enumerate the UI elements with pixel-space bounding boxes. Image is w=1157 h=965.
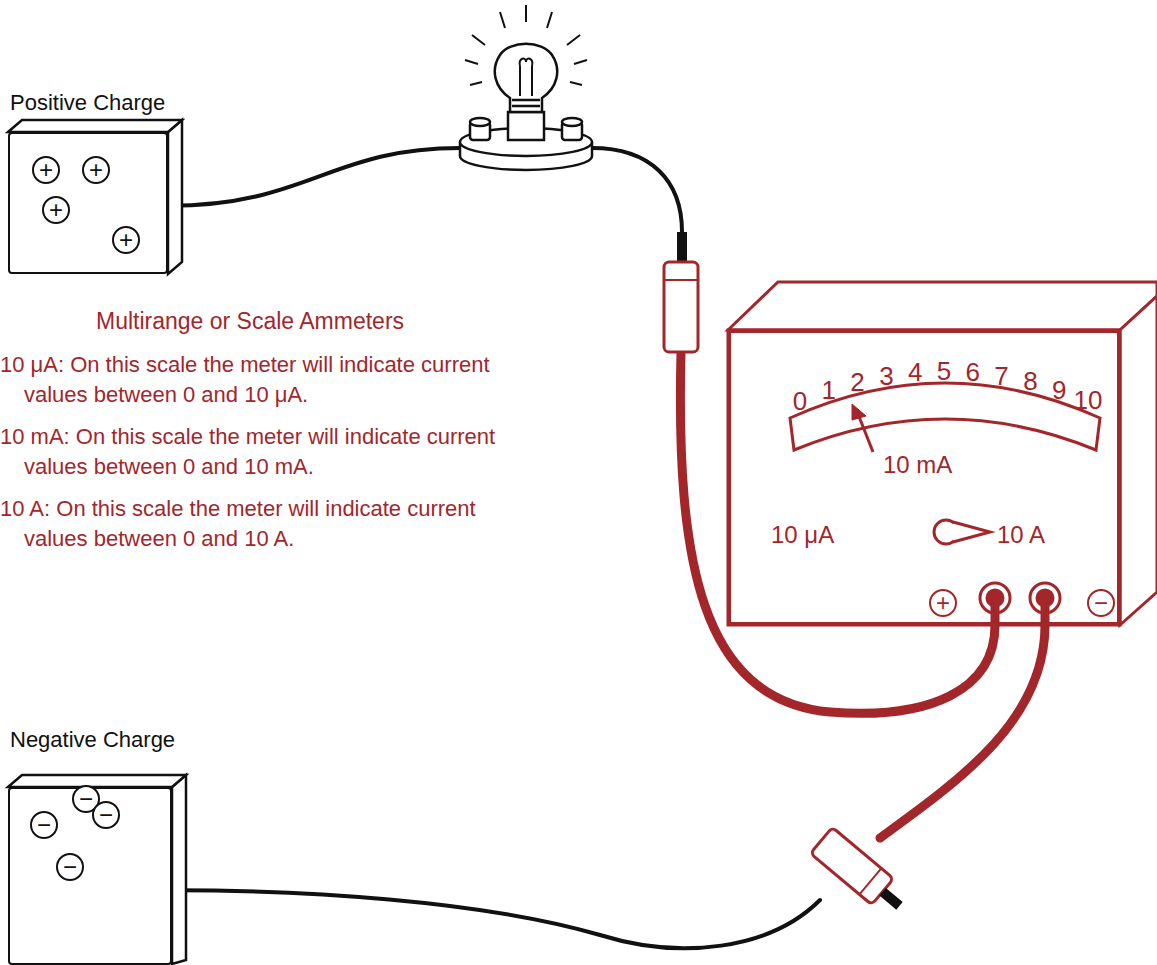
terminal-polarity: −: [1087, 589, 1115, 617]
switch-label: 10 μA: [771, 521, 834, 549]
wire-segment: [880, 625, 1045, 838]
range-label: 10 mA: [883, 451, 952, 479]
test-lead-plug: [664, 232, 698, 352]
charge-symbol: +: [82, 156, 110, 184]
cube-top: [8, 775, 186, 787]
charge-symbol: +: [112, 226, 140, 254]
charge-symbol: +: [42, 196, 70, 224]
scale-number: 6: [966, 357, 980, 388]
wire-segment: [168, 148, 460, 206]
note: 10 A: On this scale the meter will indic…: [0, 494, 505, 554]
cube-side: [172, 775, 186, 964]
charge-block: Positive Charge++++: [8, 132, 168, 274]
switch-label: 10 A: [997, 521, 1045, 549]
scale-number: 3: [879, 361, 893, 392]
cube-side: [168, 120, 182, 274]
scale-number: 5: [937, 356, 951, 387]
ammeter-housing: [728, 282, 1157, 625]
scale-number: 4: [908, 357, 922, 388]
charge-symbol: +: [32, 156, 60, 184]
scale-number: 10: [1074, 385, 1103, 416]
wire-segment: [172, 890, 820, 948]
scale-number: 0: [793, 386, 807, 417]
heading: Negative Charge: [10, 727, 175, 753]
scale-number: 2: [850, 367, 864, 398]
wire: [172, 625, 1045, 948]
section-heading: Multirange or Scale Ammeters: [96, 308, 404, 335]
scale-number: 1: [822, 375, 836, 406]
note: 10 mA: On this scale the meter will indi…: [0, 422, 505, 482]
charge-symbol: −: [92, 801, 120, 829]
scale-number: 8: [1023, 366, 1037, 397]
wire-segment: [592, 148, 682, 232]
charge-block: Negative Charge−−−−: [8, 787, 172, 965]
light-bulb: [460, 5, 592, 170]
cube-top: [8, 120, 182, 132]
test-lead-plug: [810, 827, 910, 919]
charge-symbol: −: [56, 853, 84, 881]
ammeter: 0123456789 10 10 mA 10 μA 10 A + −: [728, 330, 1120, 625]
scale-number: 9: [1052, 375, 1066, 406]
charge-symbol: −: [30, 811, 58, 839]
heading: Positive Charge: [10, 90, 165, 116]
scale-number: 7: [994, 361, 1008, 392]
note: 10 μA: On this scale the meter will indi…: [0, 350, 505, 410]
terminal-polarity: +: [929, 589, 957, 617]
